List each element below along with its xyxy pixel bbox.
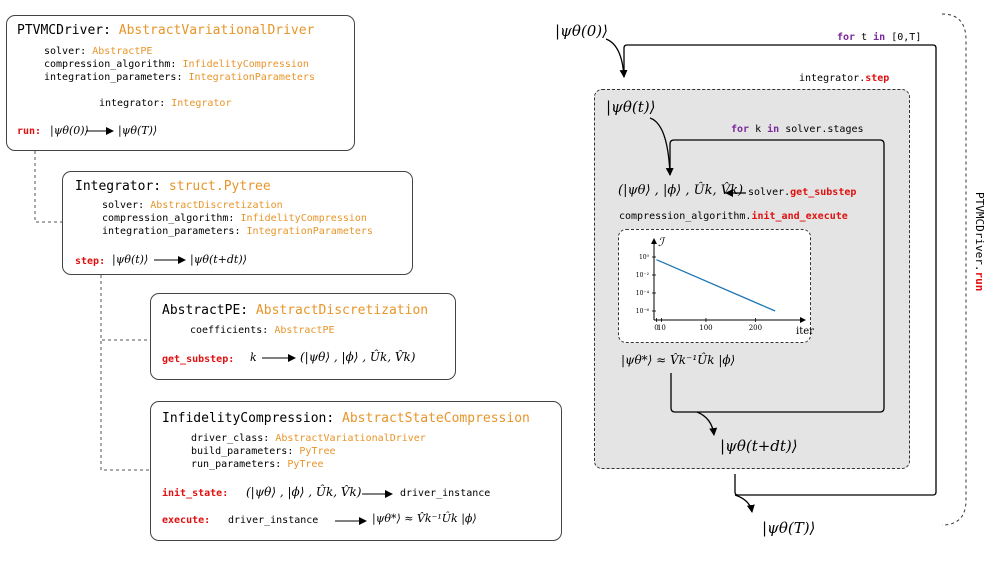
compression-field-driver-class: driver_class: AbstractVariationalDriver — [191, 433, 426, 444]
init-and-execute-call: compression_algorithm.init_and_execute — [619, 211, 848, 222]
chart-y-tick-label: 10⁻⁴ — [636, 290, 650, 297]
chart-y-tick-label: 10⁰ — [639, 254, 650, 261]
ptvmc-field-integrator: integrator: Integrator — [99, 98, 232, 109]
psi-theta-0: |ψθ(0)⟩ — [555, 22, 608, 40]
integrator-field-compression: compression_algorithm: InfidelityCompres… — [102, 213, 367, 224]
compression-execute-to: |ψθ*⟩ ≈ V̂k⁻¹Ûk |ϕ⟩ — [372, 512, 477, 525]
ptvmc-field-compression: compression_algorithm: InfidelityCompres… — [44, 59, 309, 70]
approx-state-formula: |ψθ*⟩ ≈ V̂k⁻¹Ûk |ϕ⟩ — [621, 353, 736, 367]
integrator-step-method: step: — [75, 256, 106, 267]
psi-theta-T: |ψθ(T)⟩ — [762, 519, 816, 537]
abstract-pe-field-coefficients: coefficients: AbstractPE — [190, 325, 335, 336]
ptvmc-run-method: run: — [17, 126, 42, 137]
integrator-step-label: integrator.step — [799, 73, 890, 84]
ptvmc-run-to: |ψθ(T)⟩ — [118, 124, 158, 137]
substep-tuple: (|ψθ⟩ , |ϕ⟩ , Ûk, V̂k) — [618, 183, 744, 198]
chart-y-tick-label: 10⁻⁶ — [636, 308, 650, 315]
abstract-pe-get-substep-from: k — [250, 351, 257, 364]
left-method-arrows — [86, 127, 393, 525]
chart-x-tick-label: 100 — [699, 324, 712, 332]
ptvmc-run-from: |ψθ(0)⟩ — [50, 124, 89, 137]
compression-init-state-method: init_state: — [162, 488, 229, 499]
ptvmc-field-integration: integration_parameters: IntegrationParam… — [44, 72, 315, 83]
chart-x-tick-label: 0 — [654, 324, 658, 332]
compression-execute-from: driver_instance — [228, 515, 319, 526]
right-flow-arrows — [605, 38, 937, 513]
chart-x-label: iter — [796, 326, 814, 337]
integrator-title: Integrator: struct.Pytree — [75, 179, 271, 194]
ptvmc-driver-box — [6, 15, 355, 151]
ptvmc-field-solver: solver: AbstractPE — [44, 46, 153, 57]
chart-y-label: ℐ — [658, 235, 666, 249]
compression-field-run-parameters: run_parameters: PyTree — [191, 459, 324, 470]
ptvmc-run-bracket — [941, 13, 967, 526]
psi-theta-t: |ψθ(t)⟩ — [606, 98, 656, 116]
psi-theta-t-plus-dt: |ψθ(t+dt)⟩ — [720, 437, 798, 455]
chart-y-tick-label: 10⁻² — [636, 272, 650, 279]
ptvmc-driver-title: PTVMCDriver: AbstractVariationalDriver — [17, 23, 315, 38]
abstract-pe-get-substep-method: get_substep: — [162, 354, 235, 365]
infidelity-plot-box — [618, 229, 811, 343]
infidelity-compression-title: InfidelityCompression: AbstractStateComp… — [162, 411, 530, 426]
integrator-step-from: |ψθ(t)⟩ — [112, 253, 149, 266]
get-substep-call: solver.get_substep — [748, 187, 857, 198]
chart-x-tick-label: 10 — [657, 324, 666, 332]
compression-init-state-from: (|ψθ⟩ , |ϕ⟩ , Ûk, V̂k) — [246, 485, 362, 499]
chart-x-tick-label: 200 — [749, 324, 762, 332]
compression-field-build-parameters: build_parameters: PyTree — [191, 446, 336, 457]
abstract-pe-get-substep-to: (|ψθ⟩ , |ϕ⟩ , Ûk, V̂k) — [300, 350, 416, 364]
compression-execute-method: execute: — [162, 515, 211, 526]
for-k-loop-label: for k in solver.stages — [731, 124, 864, 135]
infidelity-compression-box — [150, 401, 562, 541]
integrator-step-to: |ψθ(t+dt)⟩ — [190, 253, 247, 266]
integrator-field-solver: solver: AbstractDiscretization — [102, 200, 283, 211]
for-t-loop-label: for t in [0,T] — [837, 32, 922, 43]
chart-x-axis-arrow — [800, 317, 806, 323]
abstract-pe-box — [150, 293, 456, 380]
chart-series-line — [656, 259, 776, 312]
class-tree-connectors — [34, 151, 150, 471]
compression-init-state-to: driver_instance — [400, 488, 491, 499]
abstract-pe-title: AbstractPE: AbstractDiscretization — [162, 303, 429, 318]
chart-y-axis-arrow — [651, 238, 657, 244]
integrator-box — [62, 171, 413, 275]
integrator-field-integration: integration_parameters: IntegrationParam… — [102, 226, 373, 237]
